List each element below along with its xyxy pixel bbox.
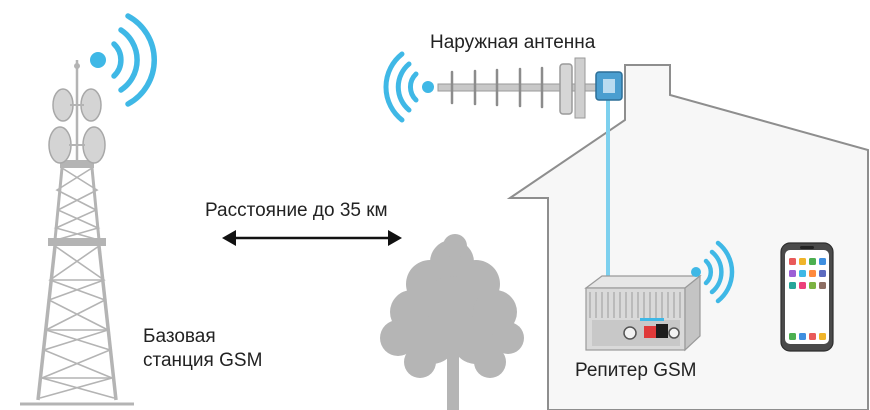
- tower-icon: [20, 60, 134, 406]
- smartphone-icon: [780, 242, 834, 352]
- signal-waves-icon: [383, 51, 434, 123]
- house-icon: [506, 64, 869, 410]
- repeater-icon: [584, 274, 702, 352]
- outdoor-antenna-label: Наружная антенна: [430, 32, 596, 53]
- distance-label: Расстояние до 35 км: [205, 200, 388, 221]
- repeater-label: Репитер GSM: [575, 360, 697, 381]
- base-station-label-line1: Базовая: [143, 326, 216, 347]
- double-arrow-icon: [222, 230, 402, 246]
- base-station-label: Базовая станция GSM: [143, 325, 262, 373]
- base-station-label-line2: станция GSM: [143, 350, 263, 371]
- signal-waves-icon: [90, 13, 157, 107]
- signal-waves-icon: [691, 240, 735, 304]
- tree-icon: [380, 234, 524, 410]
- yagi-antenna-icon: [437, 57, 623, 119]
